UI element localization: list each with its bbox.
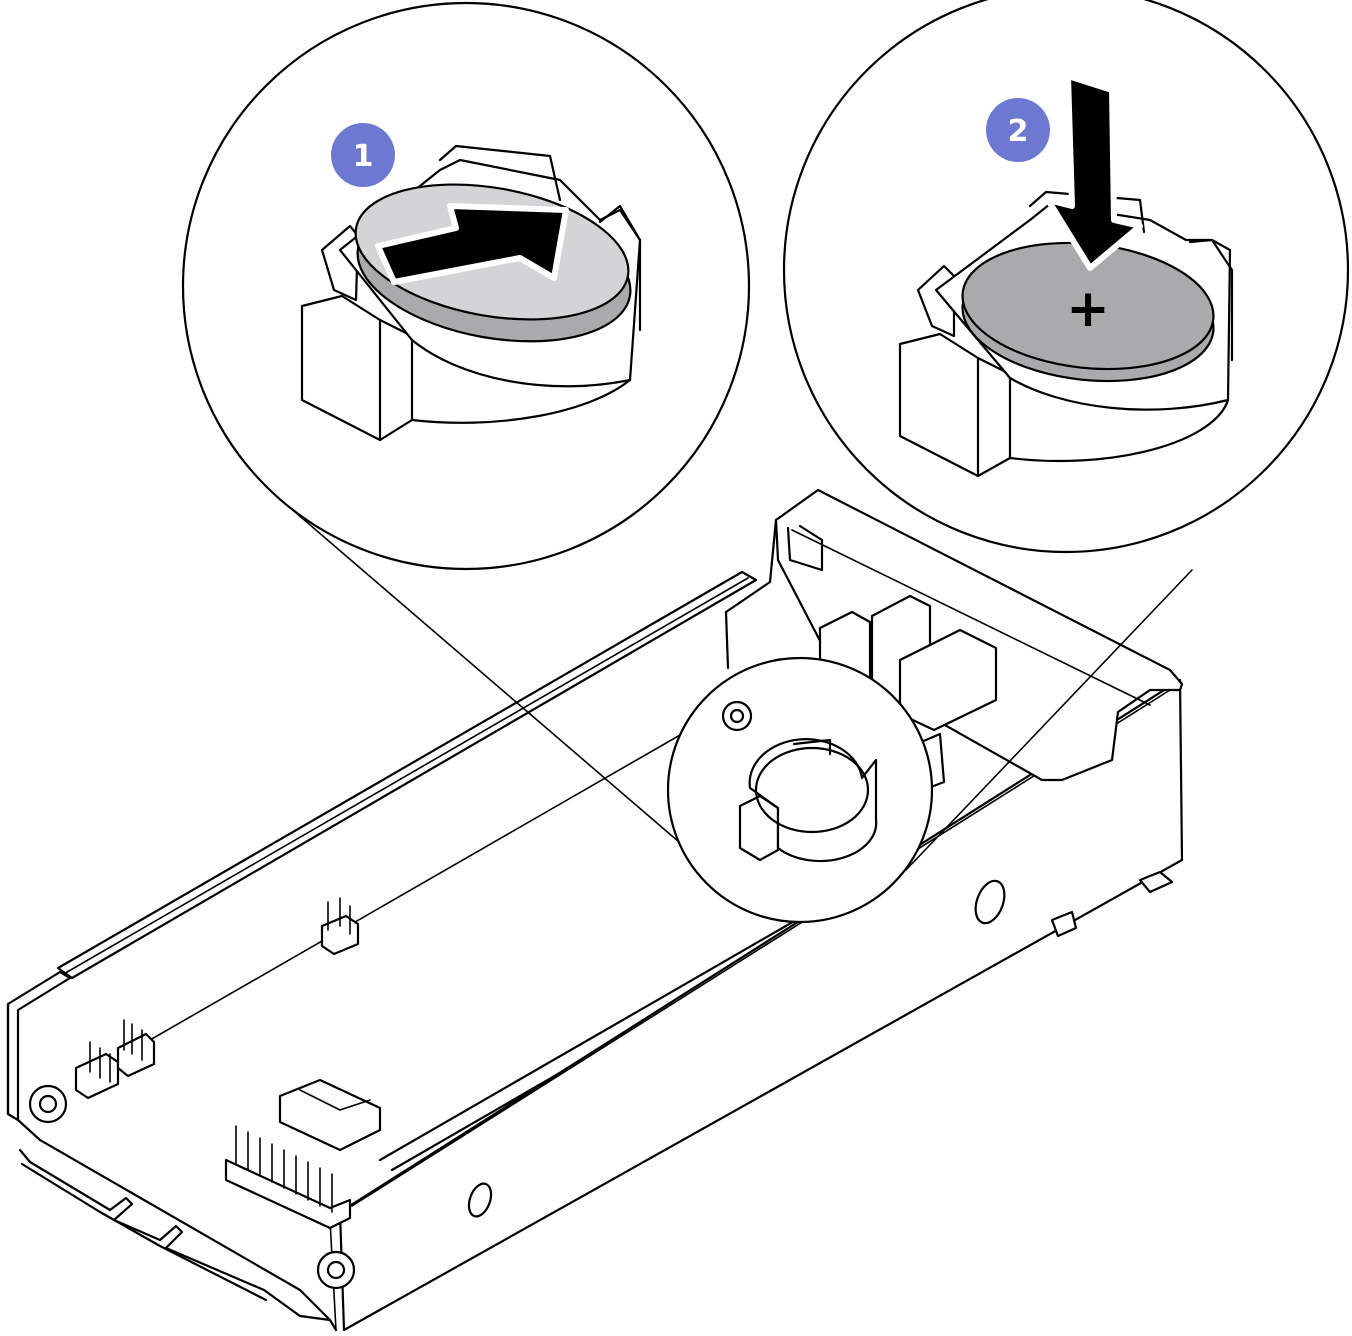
push-arrow-icon: [375, 203, 569, 285]
callout-1-badge: 1: [331, 123, 395, 187]
riser-tray: [6, 488, 1184, 1332]
down-arrow-icon: [1045, 73, 1143, 271]
battery-socket-location-circle: [287, 505, 1193, 924]
callout-1-number: 1: [353, 139, 374, 174]
step1-magnified-view: 1: [181, 1, 751, 571]
screw-left-rear: [28, 1084, 68, 1124]
pin-header-front: [224, 1125, 352, 1230]
callout-2-number: 2: [1008, 114, 1029, 149]
pin-header-left-a: [74, 1041, 120, 1100]
m2-connector: [278, 1078, 382, 1152]
pin-header-rear: [320, 897, 360, 956]
coin-battery-seated: +: [961, 241, 1215, 383]
small-battery-socket: [738, 738, 878, 863]
pin-header-left-b: [116, 1019, 156, 1078]
screw-left-front: [316, 1250, 356, 1290]
callout-2-badge: 2: [986, 98, 1050, 162]
step2-magnified-view: + 2: [782, 0, 1350, 554]
plus-icon: +: [1066, 279, 1110, 339]
small-screw: [721, 700, 753, 732]
